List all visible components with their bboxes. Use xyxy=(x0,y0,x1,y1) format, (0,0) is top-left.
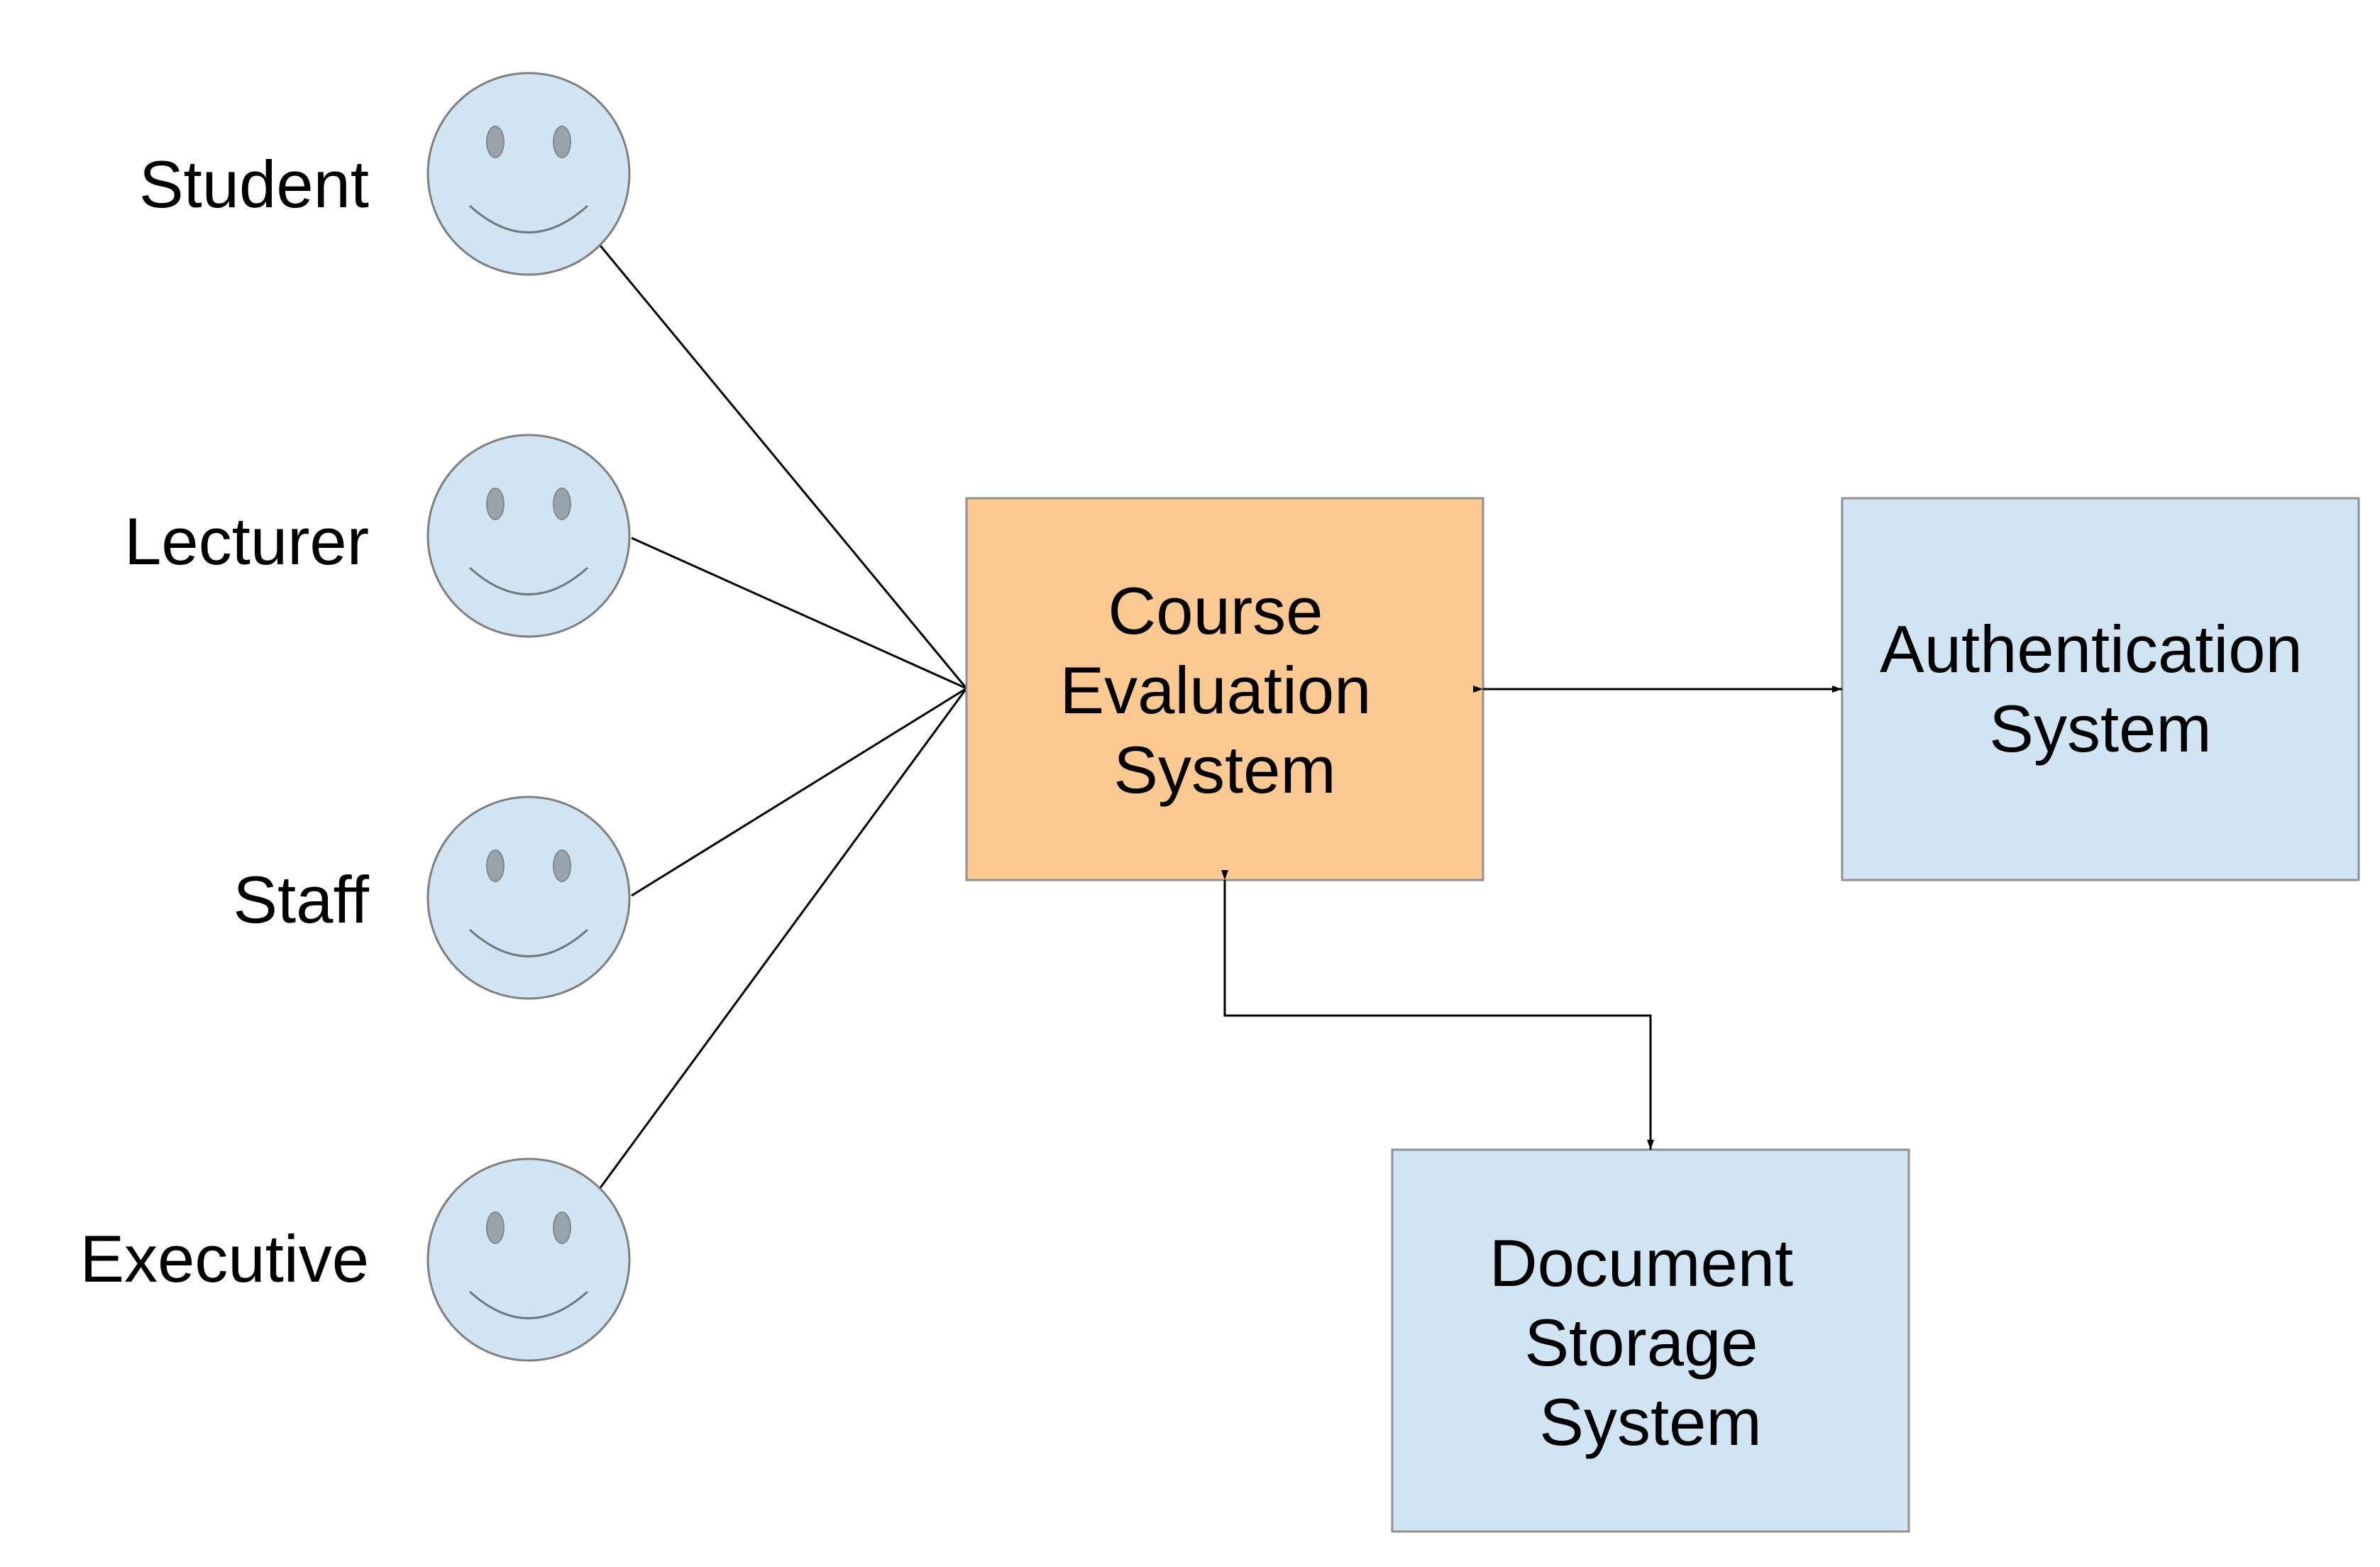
smiley-icon xyxy=(426,1158,631,1362)
course-evaluation-line-1: Course xyxy=(1108,573,1323,648)
actor-label-executive: Executive xyxy=(79,1221,369,1296)
authentication-system-rect xyxy=(1841,497,2360,881)
document-storage-system-box: Document Storage System xyxy=(1391,1148,1910,1533)
course-docs-arrow xyxy=(1221,870,1654,1150)
course-evaluation-line-3: System xyxy=(1113,732,1335,807)
actor-staff: Staff xyxy=(233,796,631,1000)
connector-staff xyxy=(631,687,967,897)
smiley-icon xyxy=(426,434,631,638)
actor-student: Student xyxy=(139,72,631,276)
actor-executive: Executive xyxy=(79,1158,631,1362)
course-evaluation-line-2: Evaluation xyxy=(1059,653,1371,727)
actor-label-staff: Staff xyxy=(233,862,370,937)
course-evaluation-system-rect xyxy=(965,497,1484,881)
connector-executive xyxy=(598,688,968,1189)
actor-connectors xyxy=(598,244,968,1189)
actor-label-lecturer: Lecturer xyxy=(124,504,369,578)
actor-lecturer: Lecturer xyxy=(124,434,631,638)
course-evaluation-system-box: Course Evaluation System xyxy=(965,497,1484,881)
document-storage-line-2: Storage xyxy=(1524,1305,1758,1380)
document-storage-line-1: Document xyxy=(1489,1226,1793,1300)
authentication-line-2: System xyxy=(1989,691,2211,766)
actor-label-student: Student xyxy=(139,147,369,221)
smiley-icon xyxy=(426,796,631,1000)
authentication-system-label: Authentication System xyxy=(1880,612,2321,766)
document-storage-system-rect xyxy=(1391,1148,1910,1533)
connector-student xyxy=(598,244,968,689)
smiley-icon xyxy=(426,72,631,276)
authentication-system-box: Authentication System xyxy=(1841,497,2360,881)
document-storage-system-label: Document Storage System xyxy=(1489,1226,1812,1459)
document-storage-line-3: System xyxy=(1539,1385,1761,1459)
authentication-line-1: Authentication xyxy=(1880,612,2303,686)
course-evaluation-system-label: Course Evaluation System xyxy=(1059,573,1389,807)
connector-lecturer xyxy=(631,537,967,690)
